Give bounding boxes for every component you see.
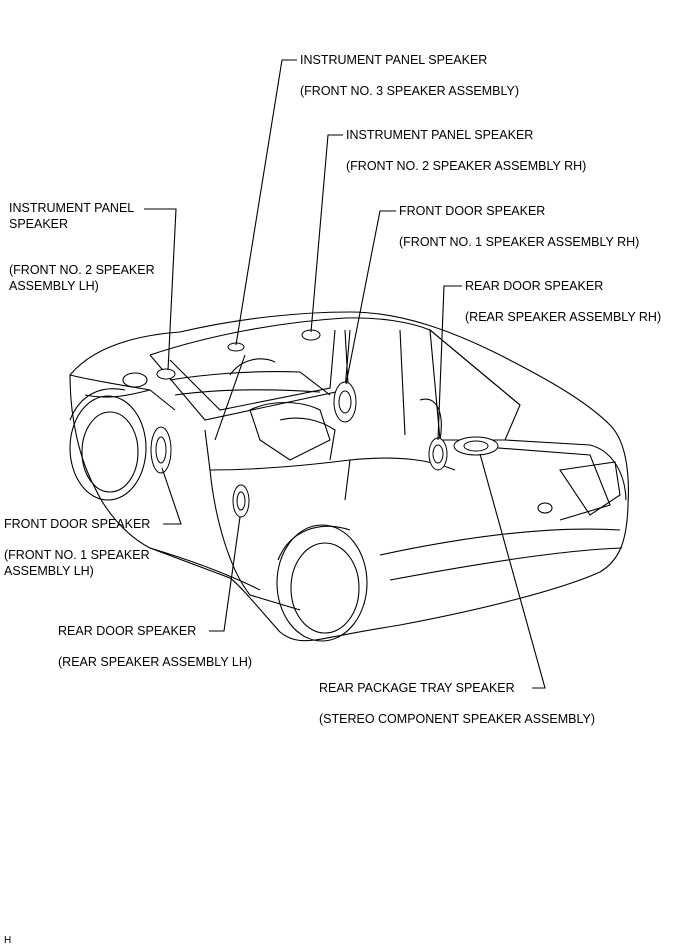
ip-center-part-label: (FRONT NO. 3 SPEAKER ASSEMBLY) bbox=[300, 84, 520, 98]
ip-rh-part-label: (FRONT NO. 2 SPEAKER ASSEMBLY RH) bbox=[346, 159, 587, 173]
fd-rh-part-label: (FRONT NO. 1 SPEAKER ASSEMBLY RH) bbox=[399, 235, 640, 249]
leader-rd-lh bbox=[209, 516, 241, 632]
leader-fd-lh bbox=[161, 467, 182, 525]
leader-tray bbox=[479, 453, 546, 689]
rd-rh-part-label: (REAR SPEAKER ASSEMBLY RH) bbox=[465, 310, 662, 324]
leader-rd-rh bbox=[437, 285, 462, 441]
fd-lh-name-label: FRONT DOOR SPEAKER bbox=[4, 517, 151, 531]
tray-name-label: REAR PACKAGE TRAY SPEAKER bbox=[319, 681, 515, 695]
figure-code: H bbox=[4, 935, 12, 946]
ip-lh-name-label-2: SPEAKER bbox=[9, 217, 69, 231]
ip-center-name-label: INSTRUMENT PANEL SPEAKER bbox=[300, 53, 488, 67]
leader-fd-rh bbox=[345, 210, 396, 385]
rd-rh-name-label: REAR DOOR SPEAKER bbox=[465, 279, 604, 293]
ip-lh-part-label-2: ASSEMBLY LH) bbox=[9, 279, 99, 293]
rd-lh-name-label: REAR DOOR SPEAKER bbox=[58, 624, 197, 638]
ip-lh-name-label-1: INSTRUMENT PANEL bbox=[9, 201, 135, 215]
leader-ip-center bbox=[235, 59, 297, 346]
vehicle-illustration bbox=[69, 311, 629, 642]
speaker-icons bbox=[150, 329, 499, 518]
ip-lh-speaker-icon bbox=[156, 368, 176, 380]
rd-lh-part-label: (REAR SPEAKER ASSEMBLY LH) bbox=[58, 655, 253, 669]
leader-ip-rh bbox=[310, 134, 343, 333]
ip-lh-part-label-1: (FRONT NO. 2 SPEAKER bbox=[9, 263, 155, 277]
leader-lines bbox=[144, 59, 546, 689]
fd-lh-part-label-1: (FRONT NO. 1 SPEAKER bbox=[4, 548, 150, 562]
leader-ip-lh bbox=[144, 208, 177, 371]
fd-rh-name-label: FRONT DOOR SPEAKER bbox=[399, 204, 546, 218]
ip-rh-name-label: INSTRUMENT PANEL SPEAKER bbox=[346, 128, 534, 142]
tray-part-label: (STEREO COMPONENT SPEAKER ASSEMBLY) bbox=[319, 712, 595, 726]
fd-lh-part-label-2: ASSEMBLY LH) bbox=[4, 564, 94, 578]
